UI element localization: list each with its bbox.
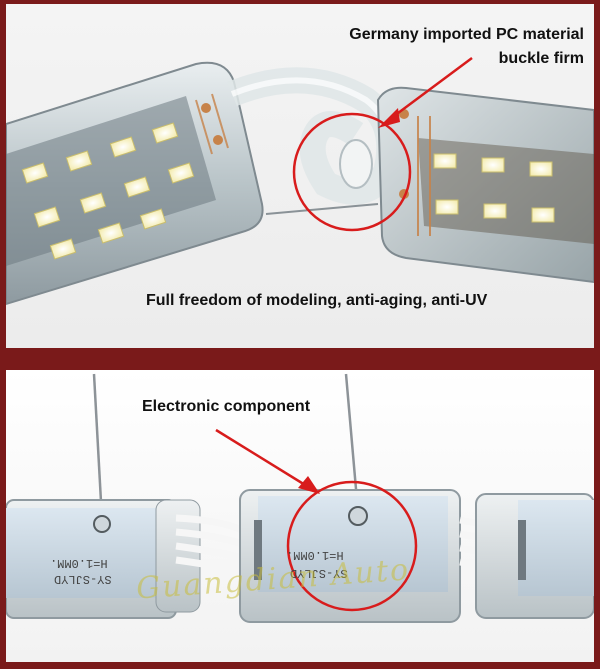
bottom-photo-panel: Electronic component H=1.0MM. SY-SJLYD H…: [6, 370, 594, 662]
arrow-to-buckle: [378, 56, 473, 128]
caption-pc-material-line1: Germany imported PC material: [349, 26, 584, 43]
right-pcb-module: [475, 493, 594, 619]
top-photo-illustration: [6, 56, 594, 306]
bottom-photo-illustration: [6, 373, 594, 623]
highlight-circle-buckle: [292, 112, 412, 232]
top-photo-panel: Germany imported PC material buckle firm…: [6, 4, 594, 348]
connector-wires-left: [175, 514, 244, 576]
pcb-label-left-2: SY-SJLYD: [54, 572, 112, 586]
wire-left: [92, 373, 104, 521]
caption-pc-material-line2: buckle firm: [498, 50, 584, 67]
left-pcb-module: [6, 499, 201, 619]
left-led-module: [6, 61, 264, 306]
caption-electronic-component: Electronic component: [142, 398, 311, 415]
highlight-circle-electronic: [286, 480, 418, 612]
right-led-module: [376, 86, 594, 284]
divider-band: [0, 348, 600, 370]
arrow-to-electronic: [215, 428, 320, 494]
caption-freedom-of-modeling: Full freedom of modeling, anti-aging, an…: [146, 292, 488, 309]
pcb-label-left-1: H=1.0MM.: [50, 556, 108, 570]
center-pcb-module: [239, 489, 461, 623]
